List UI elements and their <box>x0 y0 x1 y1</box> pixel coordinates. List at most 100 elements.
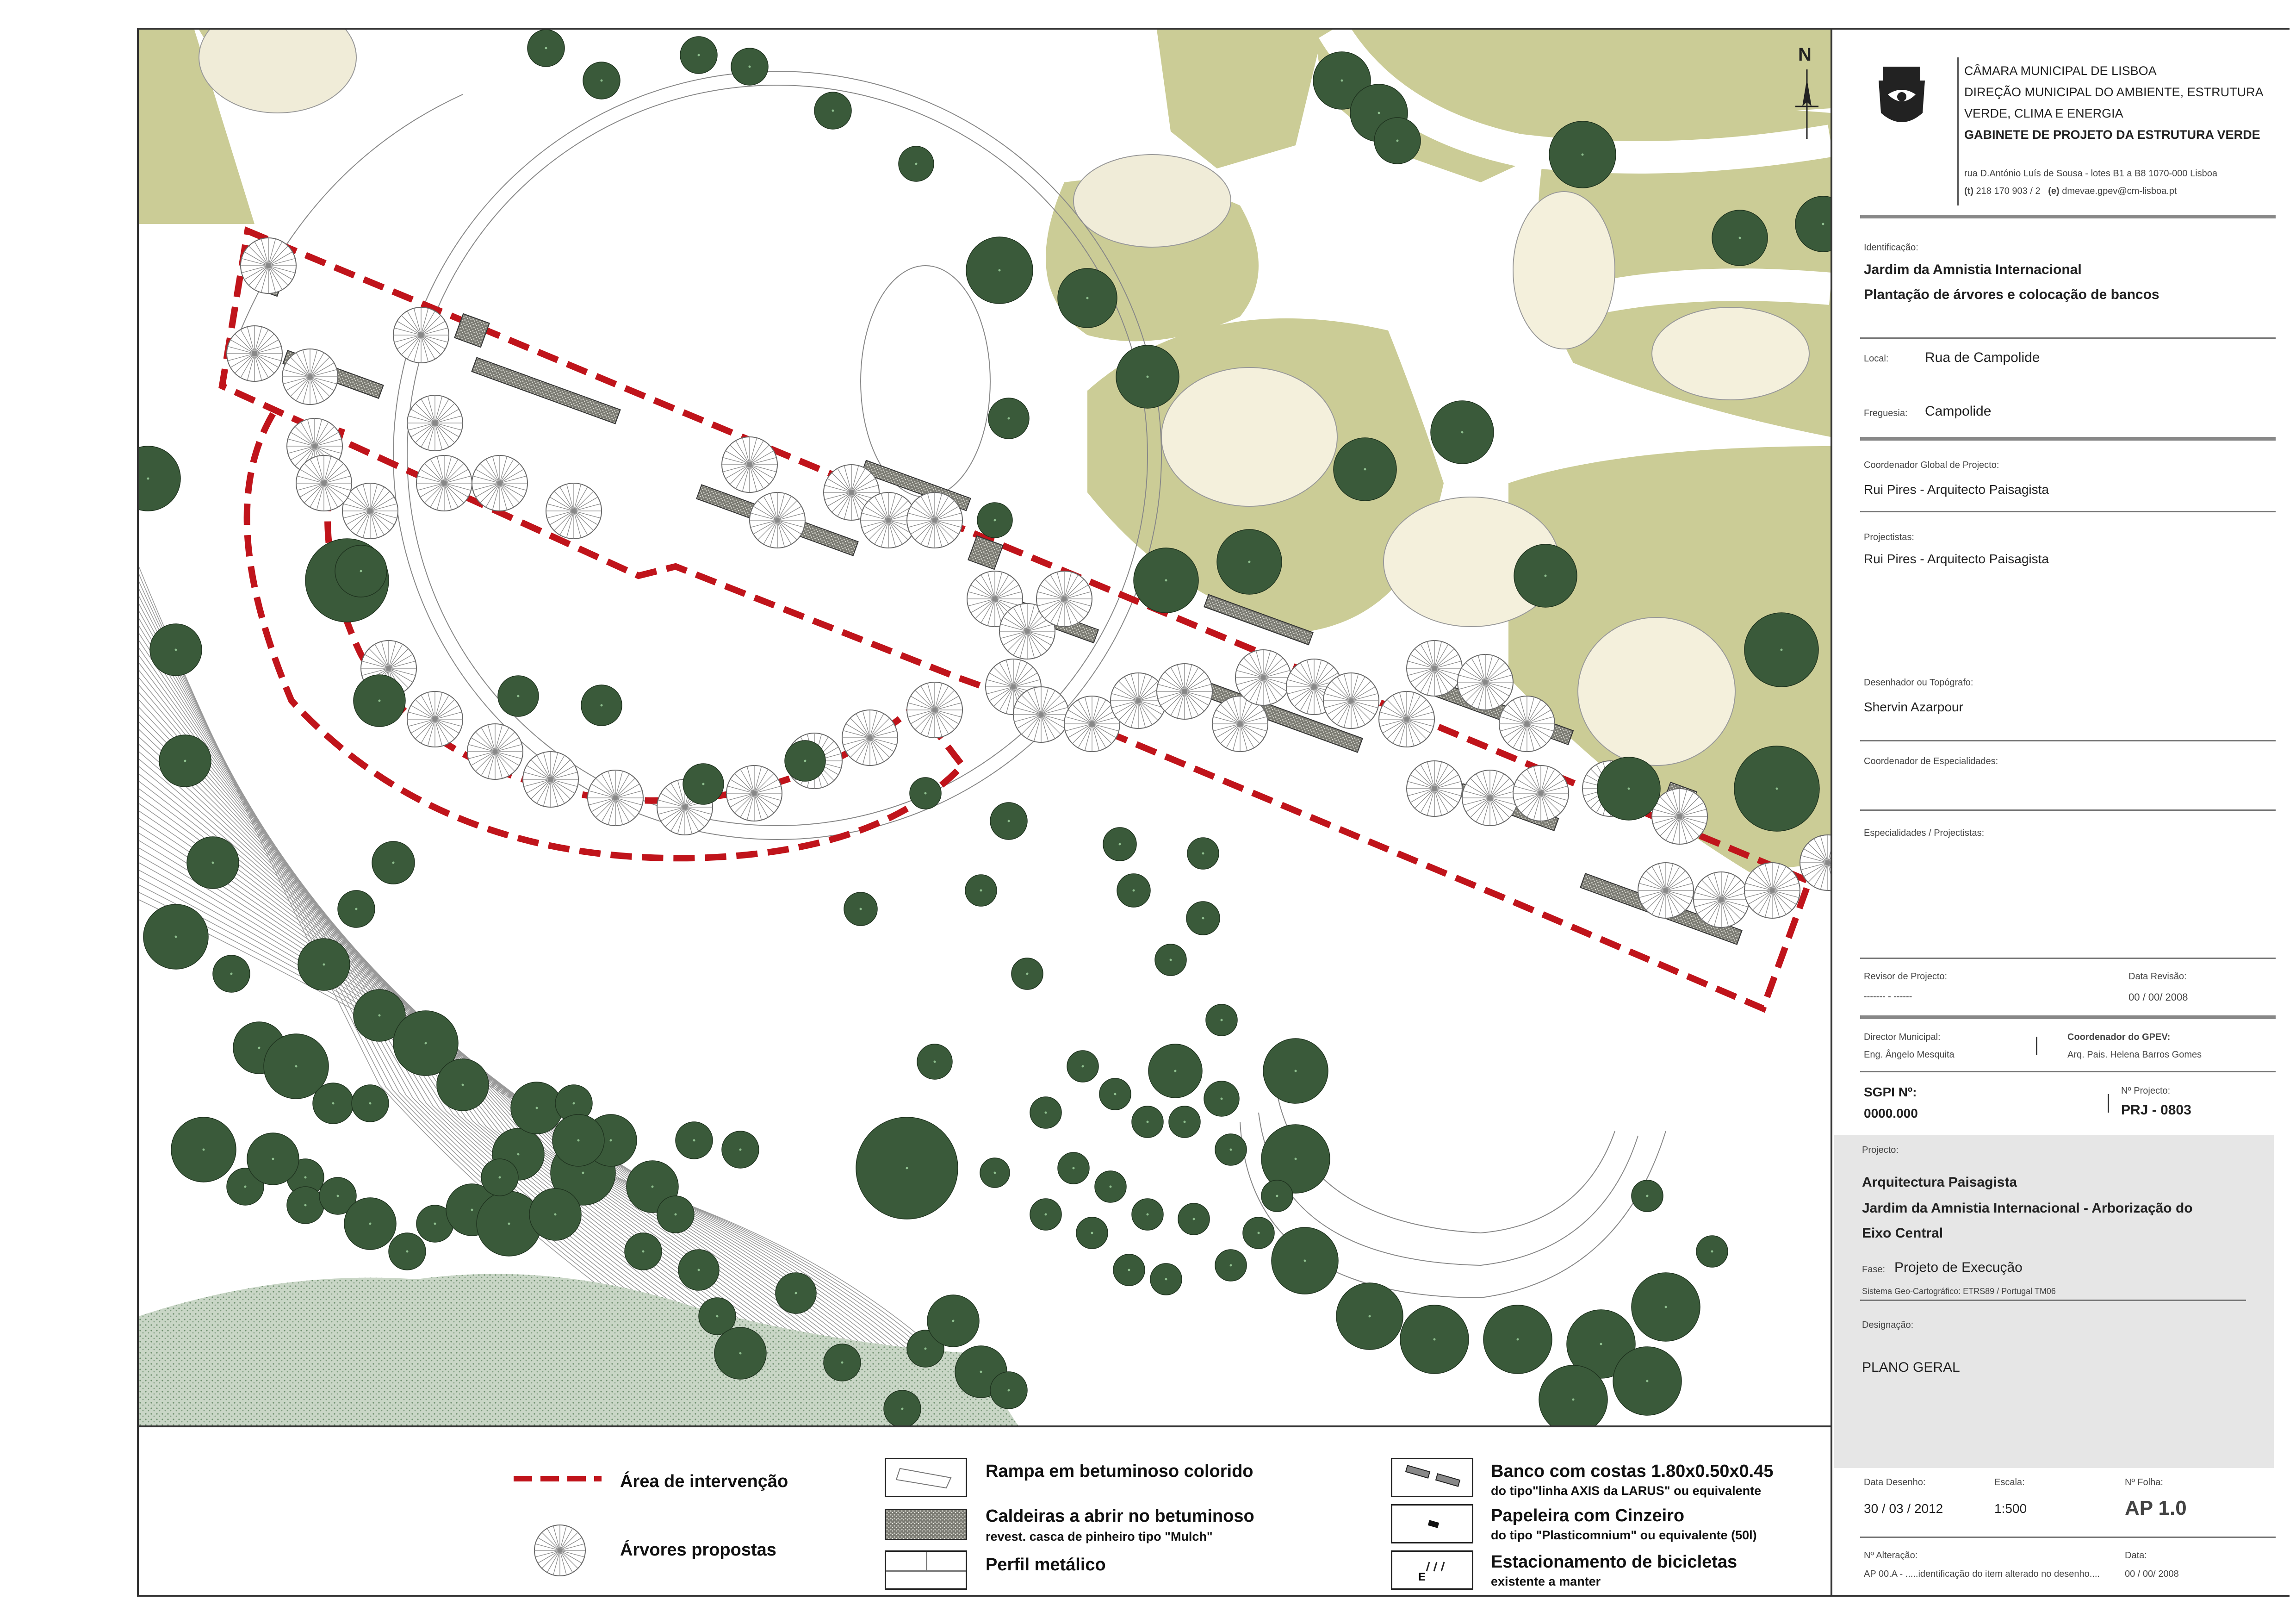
existing-tree <box>1103 827 1137 861</box>
existing-tree <box>527 30 565 67</box>
coord-label: Coordenador Global de Projecto: <box>1864 460 1999 470</box>
divider <box>1860 337 2276 339</box>
proposed-tree <box>472 455 528 511</box>
existing-tree <box>1744 612 1819 687</box>
proposed-tree <box>296 455 352 511</box>
proposed-tree <box>1110 672 1167 729</box>
existing-tree <box>657 1195 695 1233</box>
divider <box>1860 437 2276 441</box>
contour-line <box>139 870 993 1425</box>
local-value: Rua de Campolide <box>1925 350 2040 365</box>
caldeiras-swatch <box>885 1509 967 1540</box>
existing-tree <box>436 1058 489 1111</box>
existing-trees <box>139 30 1831 1425</box>
existing-tree <box>1336 1282 1403 1350</box>
existing-tree <box>1215 1249 1247 1282</box>
existing-tree <box>247 1132 299 1185</box>
existing-tree <box>353 674 406 727</box>
coord-gpev-value: Arq. Pais. Helena Barros Gomes <box>2067 1050 2202 1060</box>
coord-esp-label: Coordenador de Especialidades: <box>1864 756 1998 766</box>
existing-tree <box>814 92 852 130</box>
contour-line <box>139 766 930 1425</box>
existing-tree <box>1271 1227 1339 1294</box>
proposed-tree <box>546 483 602 539</box>
nproj-value: PRJ - 0803 <box>2121 1102 2191 1118</box>
existing-tree <box>286 1186 324 1224</box>
legend-caldeiras-sub: revest. casca de pinheiro tipo "Mulch" <box>986 1530 1213 1543</box>
revisor-label: Revisor de Projecto: <box>1864 971 1948 982</box>
existing-tree <box>552 1114 605 1167</box>
existing-tree <box>1263 1038 1328 1104</box>
existing-tree <box>1261 1124 1330 1194</box>
legend-papeleira-label: Papeleira com Cinzeiro <box>1491 1506 1685 1525</box>
alteracao-label: Nº Alteração: <box>1864 1550 1918 1561</box>
desenhador-value: Shervin Azarpour <box>1864 700 1963 714</box>
proposed-tree <box>416 455 472 511</box>
director-label: Director Municipal: <box>1864 1032 1941 1042</box>
contour-line <box>139 877 997 1425</box>
proposed-tree <box>1406 640 1463 697</box>
existing-tree <box>212 955 250 993</box>
existing-tree <box>1168 1106 1201 1138</box>
existing-tree <box>510 1082 563 1134</box>
existing-tree <box>1094 1170 1127 1203</box>
existing-tree <box>171 1117 236 1182</box>
existing-tree <box>529 1188 582 1241</box>
local-label: Local: <box>1864 354 1889 364</box>
proposed-tree <box>1156 663 1213 720</box>
site-plan <box>139 30 1831 1425</box>
existing-tree <box>1514 544 1577 608</box>
proposed-tree <box>1513 765 1569 821</box>
freguesia-value: Campolide <box>1925 404 1992 419</box>
coord-value: Rui Pires - Arquitecto Paisagista <box>1864 482 2049 497</box>
existing-tree <box>1712 210 1768 266</box>
legend-bicicletas-sub: existente a manter <box>1491 1574 1601 1588</box>
header-divider <box>1957 57 1959 205</box>
existing-tree <box>1116 345 1179 409</box>
existing-tree <box>965 874 997 907</box>
existing-tree <box>1131 1106 1164 1138</box>
existing-tree <box>1734 746 1820 832</box>
data-revisao-label: Data Revisão: <box>2128 971 2187 982</box>
sgpi-value: 0000.000 <box>1864 1106 1918 1120</box>
coord-gpev-label: Coordenador do GPEV: <box>2067 1032 2171 1042</box>
existing-tree <box>898 146 934 182</box>
data-desenho-label: Data Desenho: <box>1864 1477 1926 1487</box>
freguesia-label: Freguesia: <box>1864 408 1908 418</box>
existing-tree <box>372 841 415 884</box>
existing-tree <box>388 1232 426 1270</box>
existing-tree <box>624 1232 662 1270</box>
existing-tree <box>883 1390 921 1425</box>
proposed-tree <box>342 483 398 539</box>
existing-tree <box>335 545 387 597</box>
proposed-tree <box>1457 654 1514 710</box>
legend-banco-sub: do tipo"linha AXIS da LARUS" ou equivale… <box>1491 1484 1762 1498</box>
director-value: Eng. Ângelo Mesquita <box>1864 1050 1955 1060</box>
existing-tree <box>1150 1263 1182 1295</box>
north-label: N <box>1798 44 1812 65</box>
bicicletas-swatch: E <box>1391 1550 1473 1590</box>
proposed-tree <box>522 751 579 808</box>
data-revisao-value: 00 / 00/ 2008 <box>2128 991 2188 1003</box>
existing-tree <box>351 1084 389 1122</box>
lisbon-coat-of-arms-icon <box>1879 67 1925 122</box>
proposed-tree <box>240 237 297 294</box>
perfil-swatch <box>885 1550 967 1590</box>
existing-tree <box>1204 1081 1240 1117</box>
existing-tree <box>927 1294 980 1347</box>
existing-tree <box>678 1249 720 1291</box>
existing-tree <box>139 446 181 511</box>
existing-tree <box>393 1010 459 1076</box>
address: rua D.António Luís de Sousa - lotes B1 a… <box>1964 168 2218 179</box>
existing-tree <box>312 1083 354 1124</box>
legend-area-label: Área de intervenção <box>620 1472 788 1491</box>
divider <box>1860 809 2276 811</box>
contour-line <box>139 862 988 1425</box>
existing-tree <box>581 684 622 726</box>
proposed-tree <box>1651 788 1708 845</box>
existing-tree <box>1795 196 1831 252</box>
existing-tree <box>1597 757 1661 821</box>
tree-pit <box>454 313 490 348</box>
legend-bicicletas-label: Estacionamento de bicicletas <box>1491 1552 1738 1572</box>
designacao-label: Designação: <box>1862 1320 1914 1330</box>
